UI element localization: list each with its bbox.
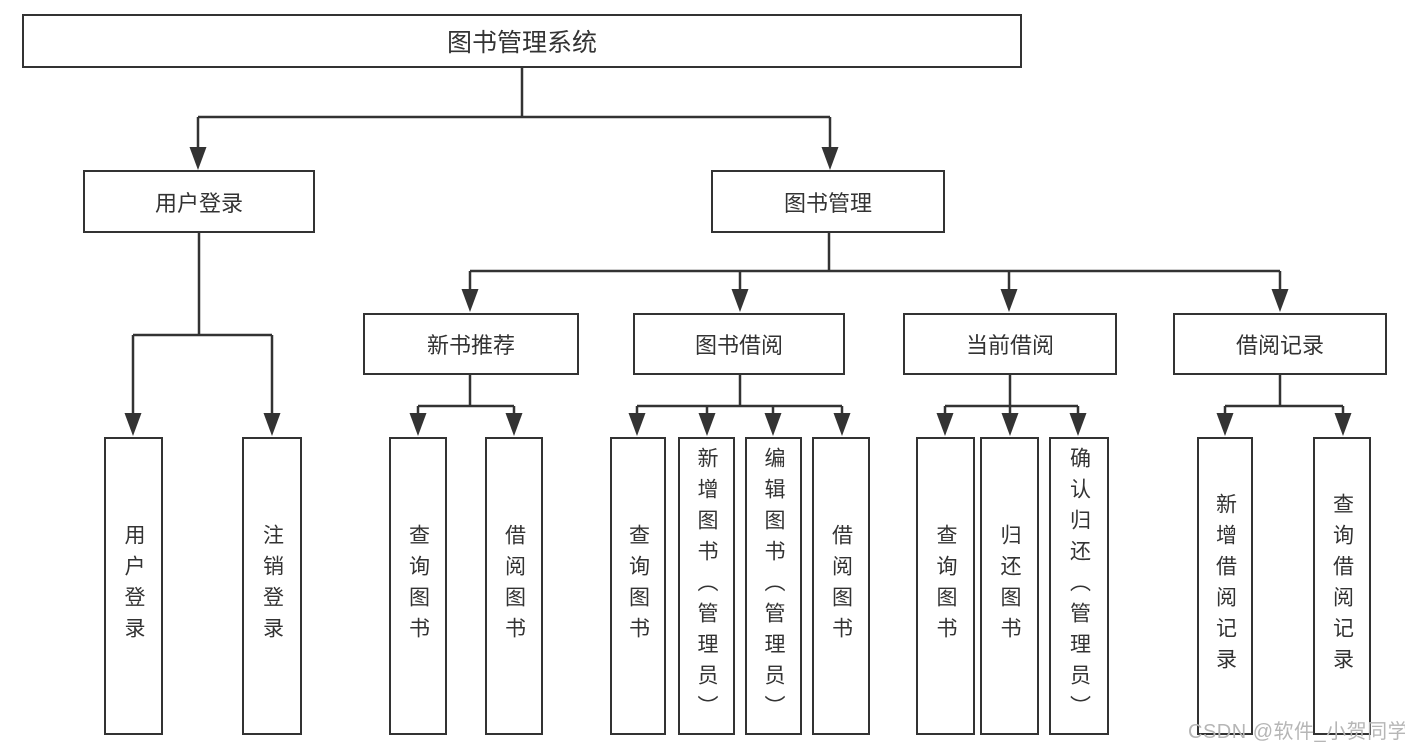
node-leaf-borrow-books-borrowing: 借阅图书: [812, 437, 870, 735]
leaf-label: 归还图书: [998, 524, 1021, 648]
node-leaf-query-books-current: 查询图书: [916, 437, 975, 735]
node-leaf-query-borrow-record: 查询借阅记录: [1313, 437, 1371, 735]
leaf-label: 查询借阅记录: [1330, 493, 1354, 679]
leaf-label: 注销登录: [260, 524, 284, 648]
node-book-borrowing: 图书借阅: [633, 313, 845, 375]
node-leaf-query-books-recommend: 查询图书: [389, 437, 447, 735]
leaf-label: 新增借阅记录: [1213, 493, 1237, 679]
csdn-watermark: CSDN @软件_小贺同学: [1188, 721, 1405, 743]
leaf-label: 新增图书（管理员）: [695, 446, 718, 726]
node-current-borrowing: 当前借阅: [903, 313, 1117, 375]
leaf-label: 借阅图书: [829, 524, 853, 648]
node-leaf-logout: 注销登录: [242, 437, 302, 735]
node-book-management: 图书管理: [711, 170, 945, 233]
leaf-label: 借阅图书: [502, 524, 526, 648]
node-leaf-query-books-borrowing: 查询图书: [610, 437, 666, 735]
node-leaf-edit-book-admin: 编辑图书（管理员）: [745, 437, 802, 735]
node-user-login: 用户登录: [83, 170, 315, 233]
leaf-label: 查询图书: [406, 524, 430, 648]
node-leaf-borrow-books-recommend: 借阅图书: [485, 437, 543, 735]
leaf-label: 用户登录: [122, 524, 145, 648]
node-leaf-return-books: 归还图书: [980, 437, 1039, 735]
leaf-label: 编辑图书（管理员）: [762, 446, 785, 726]
leaf-label: 查询图书: [626, 524, 650, 648]
leaf-label: 确认归还（管理员）: [1067, 446, 1091, 726]
node-leaf-add-borrow-record: 新增借阅记录: [1197, 437, 1253, 735]
node-library-management-system: 图书管理系统: [22, 14, 1022, 68]
node-leaf-user-login: 用户登录: [104, 437, 163, 735]
node-borrowing-records: 借阅记录: [1173, 313, 1387, 375]
node-leaf-add-book-admin: 新增图书（管理员）: [678, 437, 735, 735]
node-new-book-recommendation: 新书推荐: [363, 313, 579, 375]
leaf-label: 查询图书: [934, 524, 957, 648]
node-leaf-confirm-return-admin: 确认归还（管理员）: [1049, 437, 1109, 735]
